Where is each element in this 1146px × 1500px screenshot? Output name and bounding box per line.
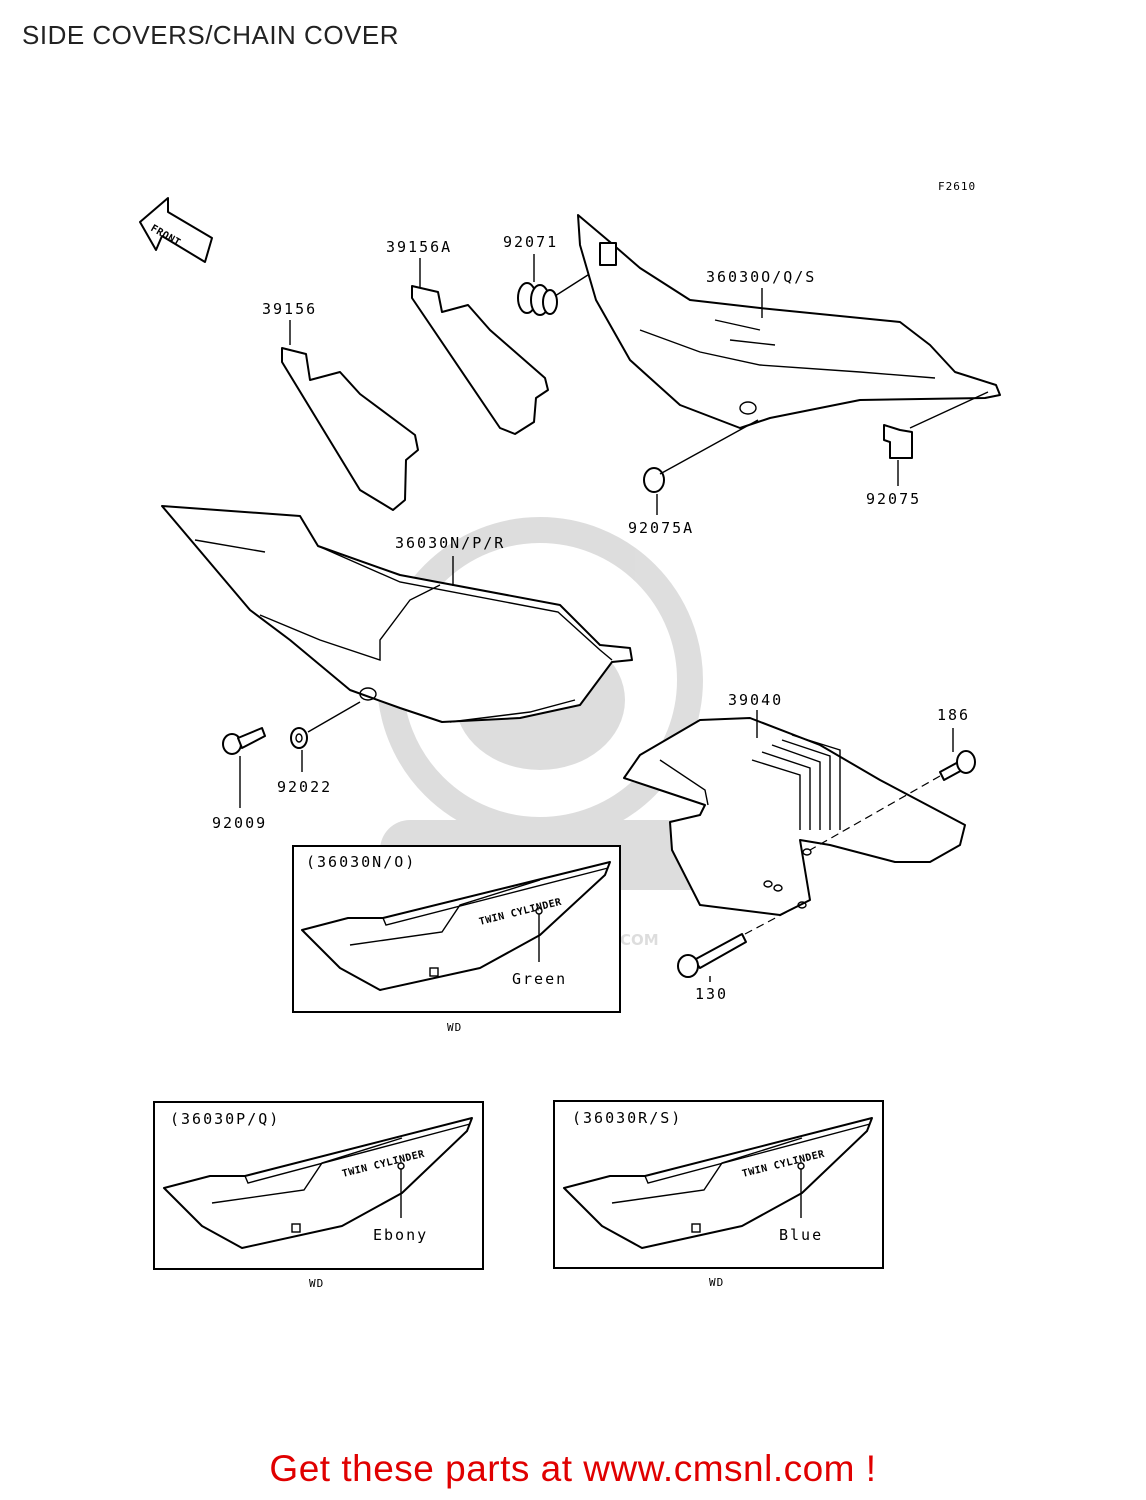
side-cover-left — [161, 505, 633, 723]
pad-39156a — [411, 285, 549, 435]
bolt-130 — [677, 933, 747, 978]
washer-92022 — [290, 727, 308, 749]
variant-color: Green — [512, 970, 567, 988]
page-title: SIDE COVERS/CHAIN COVER — [22, 20, 400, 50]
variant-tag: WD — [309, 1277, 324, 1290]
cta-link[interactable]: Get these parts at www.cmsnl.com ! — [269, 1448, 877, 1489]
label-36030n: 36030N/P/R — [395, 534, 505, 552]
parts-diagram: WWW.CMSNL.COM F2610 FRONT 39156 39156A 9… — [139, 180, 1001, 1290]
screw-92009 — [222, 727, 266, 755]
variant-tag: WD — [709, 1276, 724, 1289]
label-39040: 39040 — [728, 691, 783, 709]
variant-code: (36030R/S) — [572, 1109, 682, 1127]
label-92009: 92009 — [212, 814, 267, 832]
variant-tag: WD — [447, 1021, 462, 1034]
variant-color: Blue — [779, 1226, 823, 1244]
label-39156: 39156 — [262, 300, 317, 318]
variant-code: (36030P/Q) — [170, 1110, 280, 1128]
side-cover-right — [577, 214, 1001, 429]
variant-code: (36030N/O) — [306, 853, 416, 871]
grommet-92071 — [517, 282, 558, 316]
label-92022: 92022 — [277, 778, 332, 796]
label-39156a: 39156A — [386, 238, 452, 256]
label-36030o: 36030O/Q/S — [706, 268, 816, 286]
label-92071: 92071 — [503, 233, 558, 251]
variant-box-36030r-s: (36030R/S) TWIN CYLINDER Blue — [553, 1100, 884, 1269]
variant-color: Ebony — [373, 1226, 428, 1244]
bolt-186 — [939, 750, 976, 781]
pad-39156 — [281, 347, 419, 511]
clip-92075 — [883, 424, 913, 459]
variant-box-36030p-q: (36030P/Q) TWIN CYLINDER Ebony — [153, 1101, 484, 1270]
label-92075a: 92075A — [628, 519, 694, 537]
variant-box-36030n-o: (36030N/O) TWIN CYLINDER Green — [292, 845, 621, 1013]
front-arrow-icon: FRONT — [139, 197, 213, 263]
label-92075: 92075 — [866, 490, 921, 508]
label-186: 186 — [937, 706, 970, 724]
label-130: 130 — [695, 985, 728, 1003]
grommet-92075a — [643, 467, 665, 493]
figure-code: F2610 — [938, 180, 976, 193]
chain-cover-39040 — [623, 717, 966, 916]
